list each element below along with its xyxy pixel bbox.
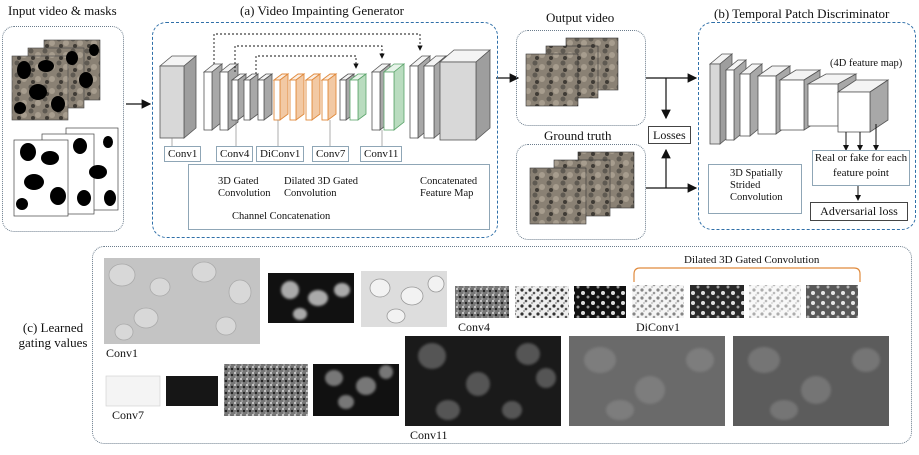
feature-map-label: (4D feature map): [830, 58, 903, 69]
legend-channel-label: Channel Concatenation: [232, 211, 331, 222]
layer-tag-conv11: Conv11: [360, 146, 403, 162]
ground-truth-panel: [516, 144, 646, 240]
generator-title: (a) Video Impainting Generator: [240, 3, 404, 18]
legend-dilated-label: Dilated 3D Gated Convolution: [284, 176, 359, 199]
adversarial-loss-box: Adversarial loss: [810, 202, 908, 221]
input-video-frames: [11, 39, 101, 121]
gating-label-conv1: Conv1: [106, 346, 139, 360]
dilated-layers: [272, 73, 338, 121]
connector-arrows: [646, 73, 698, 193]
discriminator-layers: [708, 53, 890, 145]
strided-legend-label: 3D Spatially Strided Convolution: [730, 168, 783, 203]
output-video-frames: [525, 37, 619, 107]
layer-tag-diconv1: DiConv1: [256, 146, 305, 162]
output-title: Output video: [546, 10, 615, 25]
gating-label-diconv1: DiConv1: [636, 320, 681, 334]
gating-panel: [92, 246, 912, 444]
gating-title: (c) Learned gating values: [18, 320, 88, 350]
ground-truth-title: Ground truth: [544, 128, 612, 143]
legend-concat-label: Concatenated Feature Map: [420, 176, 478, 199]
dilated-bracket-label: Dilated 3D Gated Convolution: [684, 254, 820, 266]
input-panel: [2, 26, 124, 232]
real-fake-box: Real or fake for each feature point: [812, 150, 910, 186]
input-title: Input video & masks: [8, 3, 117, 18]
skip-connections: [213, 33, 423, 74]
legend-gated-label: 3D Gated Convolution: [218, 176, 271, 199]
layer-tag-conv1: Conv1: [164, 146, 202, 162]
discriminator-legend: [708, 164, 802, 214]
discriminator-title: (b) Temporal Patch Discriminator: [714, 6, 890, 21]
layer-tag-conv4: Conv4: [216, 146, 254, 162]
decoder-layers: [338, 49, 492, 141]
dilated-bracket: [633, 267, 861, 282]
layer-leader-lines: [171, 120, 383, 146]
discriminator-panel: [698, 22, 916, 230]
generator-legend: [188, 164, 490, 230]
feature-point-arrows: [843, 124, 879, 201]
gating-label-conv7: Conv7: [112, 408, 145, 422]
generator-panel: [152, 22, 498, 238]
layer-tag-conv7: Conv7: [312, 146, 350, 162]
output-panel: [516, 30, 646, 126]
generator-layers: [158, 55, 274, 139]
input-mask-frames: [13, 127, 119, 217]
ground-truth-frames: [529, 151, 635, 225]
gating-thumbnails: [104, 258, 889, 426]
gating-label-conv4: Conv4: [458, 320, 491, 334]
losses-box: Losses: [648, 126, 691, 144]
gating-label-conv11: Conv11: [410, 428, 448, 442]
